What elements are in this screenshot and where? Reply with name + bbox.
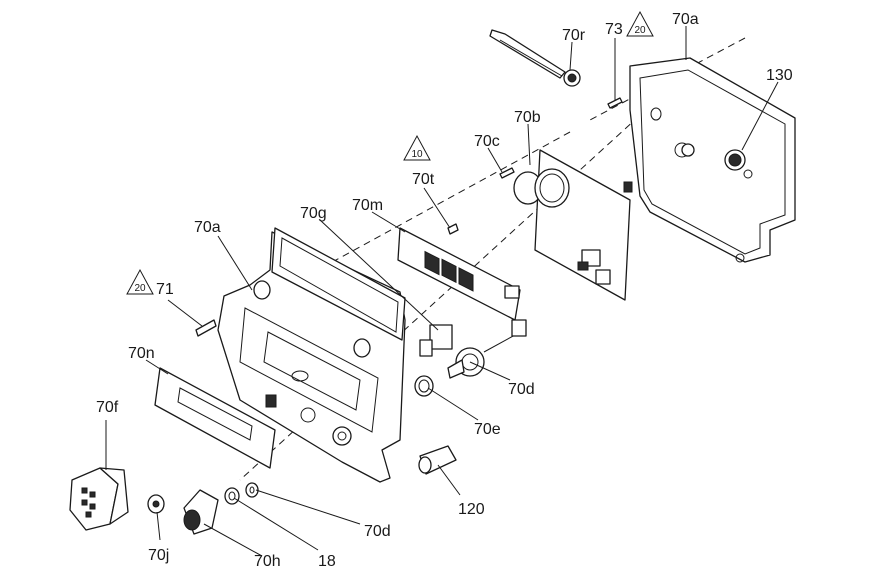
- knob-70h: [183, 489, 219, 535]
- label-120: 120: [458, 501, 485, 518]
- ring-70e: [414, 375, 434, 397]
- part-70t: [447, 223, 459, 235]
- label-70d-bottom: 70d: [364, 523, 391, 540]
- front-bezel-70a: [217, 227, 406, 483]
- label-70c: 70c: [474, 133, 500, 150]
- nut-70j: [147, 494, 165, 514]
- label-70f: 70f: [96, 399, 119, 416]
- rear-enclosure-plate: [623, 57, 796, 263]
- label-70b: 70b: [514, 109, 541, 126]
- warning-number-middle: 10: [411, 149, 423, 160]
- label-71: 71: [156, 281, 174, 298]
- screw-70c: [499, 167, 515, 179]
- screw-71: [195, 319, 217, 337]
- nut-70d: [245, 482, 259, 498]
- label-70j: 70j: [148, 547, 169, 564]
- warning-number-left: 20: [134, 283, 146, 294]
- washer-18: [224, 487, 240, 505]
- label-70e: 70e: [474, 421, 501, 438]
- leader-lines: [105, 26, 779, 557]
- cable-assembly: [489, 29, 581, 87]
- label-18: 18: [318, 553, 336, 570]
- warning-triangle-left: 20: [126, 268, 154, 295]
- circuit-board-70b: [513, 149, 631, 301]
- label-70a-top: 70a: [672, 11, 699, 28]
- label-70t: 70t: [412, 171, 435, 188]
- warning-triangle-top: 20: [626, 10, 654, 37]
- label-70r: 70r: [562, 27, 586, 44]
- sleeve-120: [418, 445, 457, 475]
- display-board-70m: [397, 227, 521, 321]
- rocker-switch-70f: [69, 467, 129, 531]
- warning-number-top: 20: [634, 25, 646, 36]
- toggle-switch-70g: [419, 324, 453, 357]
- screw-73: [607, 97, 623, 109]
- part-labels: 70r 73 70a 130 70b 70c 70t 70m 70g 70a 7…: [96, 11, 793, 570]
- label-sheet-70n: [154, 367, 276, 469]
- label-70d-mid: 70d: [508, 381, 535, 398]
- label-70a-left: 70a: [194, 219, 221, 236]
- label-70h: 70h: [254, 553, 281, 570]
- label-70m: 70m: [352, 197, 383, 214]
- label-73: 73: [605, 21, 623, 38]
- label-70g: 70g: [300, 205, 327, 222]
- warning-triangle-middle: 10: [403, 134, 431, 161]
- label-130: 130: [766, 67, 793, 84]
- label-70n: 70n: [128, 345, 155, 362]
